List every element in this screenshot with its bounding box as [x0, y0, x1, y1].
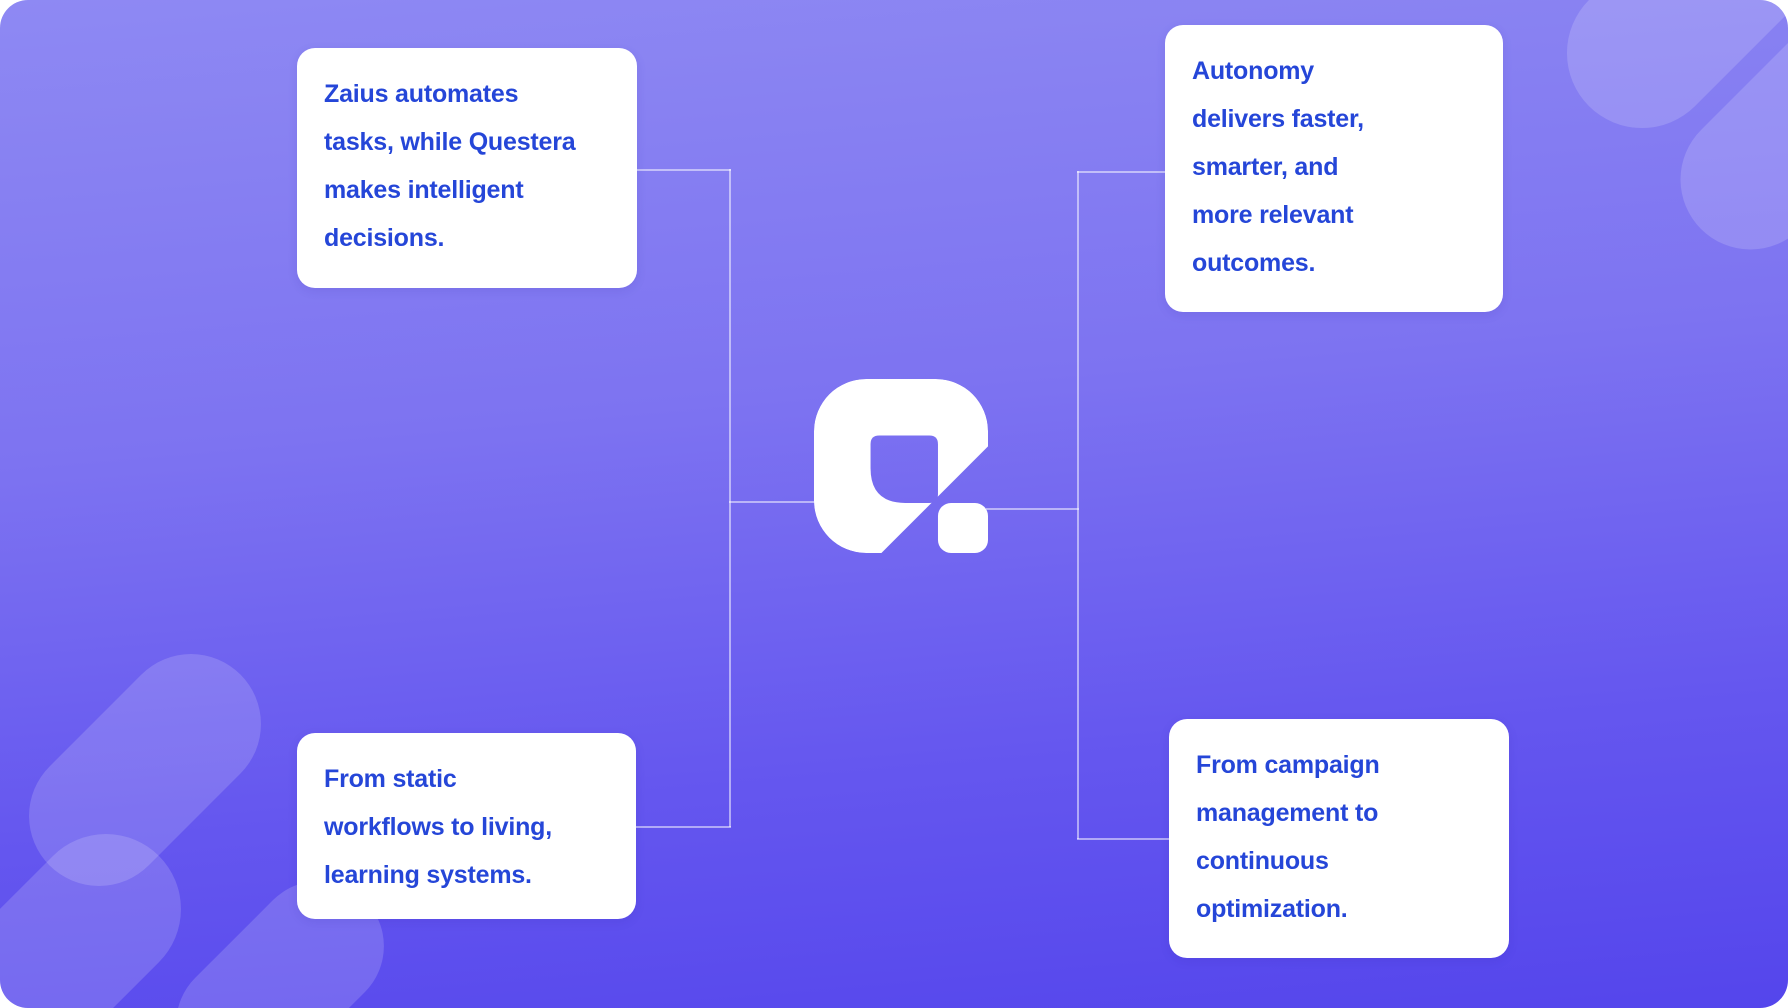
- card-bottom-left: From static workflows to living, learnin…: [297, 733, 636, 919]
- card-bottom-right: From campaign management to continuous o…: [1169, 719, 1509, 958]
- questera-logo-mark: [814, 379, 988, 553]
- card-top-right: Autonomy delivers faster, smarter, and m…: [1165, 25, 1503, 312]
- connector-right-top-horizontal: [1077, 171, 1167, 173]
- questera-logo: [814, 379, 988, 553]
- card-top-right-text: Autonomy delivers faster, smarter, and m…: [1192, 57, 1364, 277]
- connector-left-top-horizontal: [636, 169, 731, 171]
- card-bottom-left-text: From static workflows to living, learnin…: [324, 765, 552, 889]
- card-top-left-text: Zaius automates tasks, while Questera ma…: [324, 80, 576, 252]
- connector-left-bottom-horizontal: [636, 826, 731, 828]
- card-bottom-right-text: From campaign management to continuous o…: [1196, 751, 1380, 923]
- connector-left-vertical: [729, 169, 731, 827]
- connector-right-center-horizontal: [986, 508, 1079, 510]
- connector-left-center-horizontal: [729, 501, 817, 503]
- connector-right-vertical: [1077, 171, 1079, 839]
- card-top-left: Zaius automates tasks, while Questera ma…: [297, 48, 637, 288]
- connector-right-bottom-horizontal: [1077, 838, 1171, 840]
